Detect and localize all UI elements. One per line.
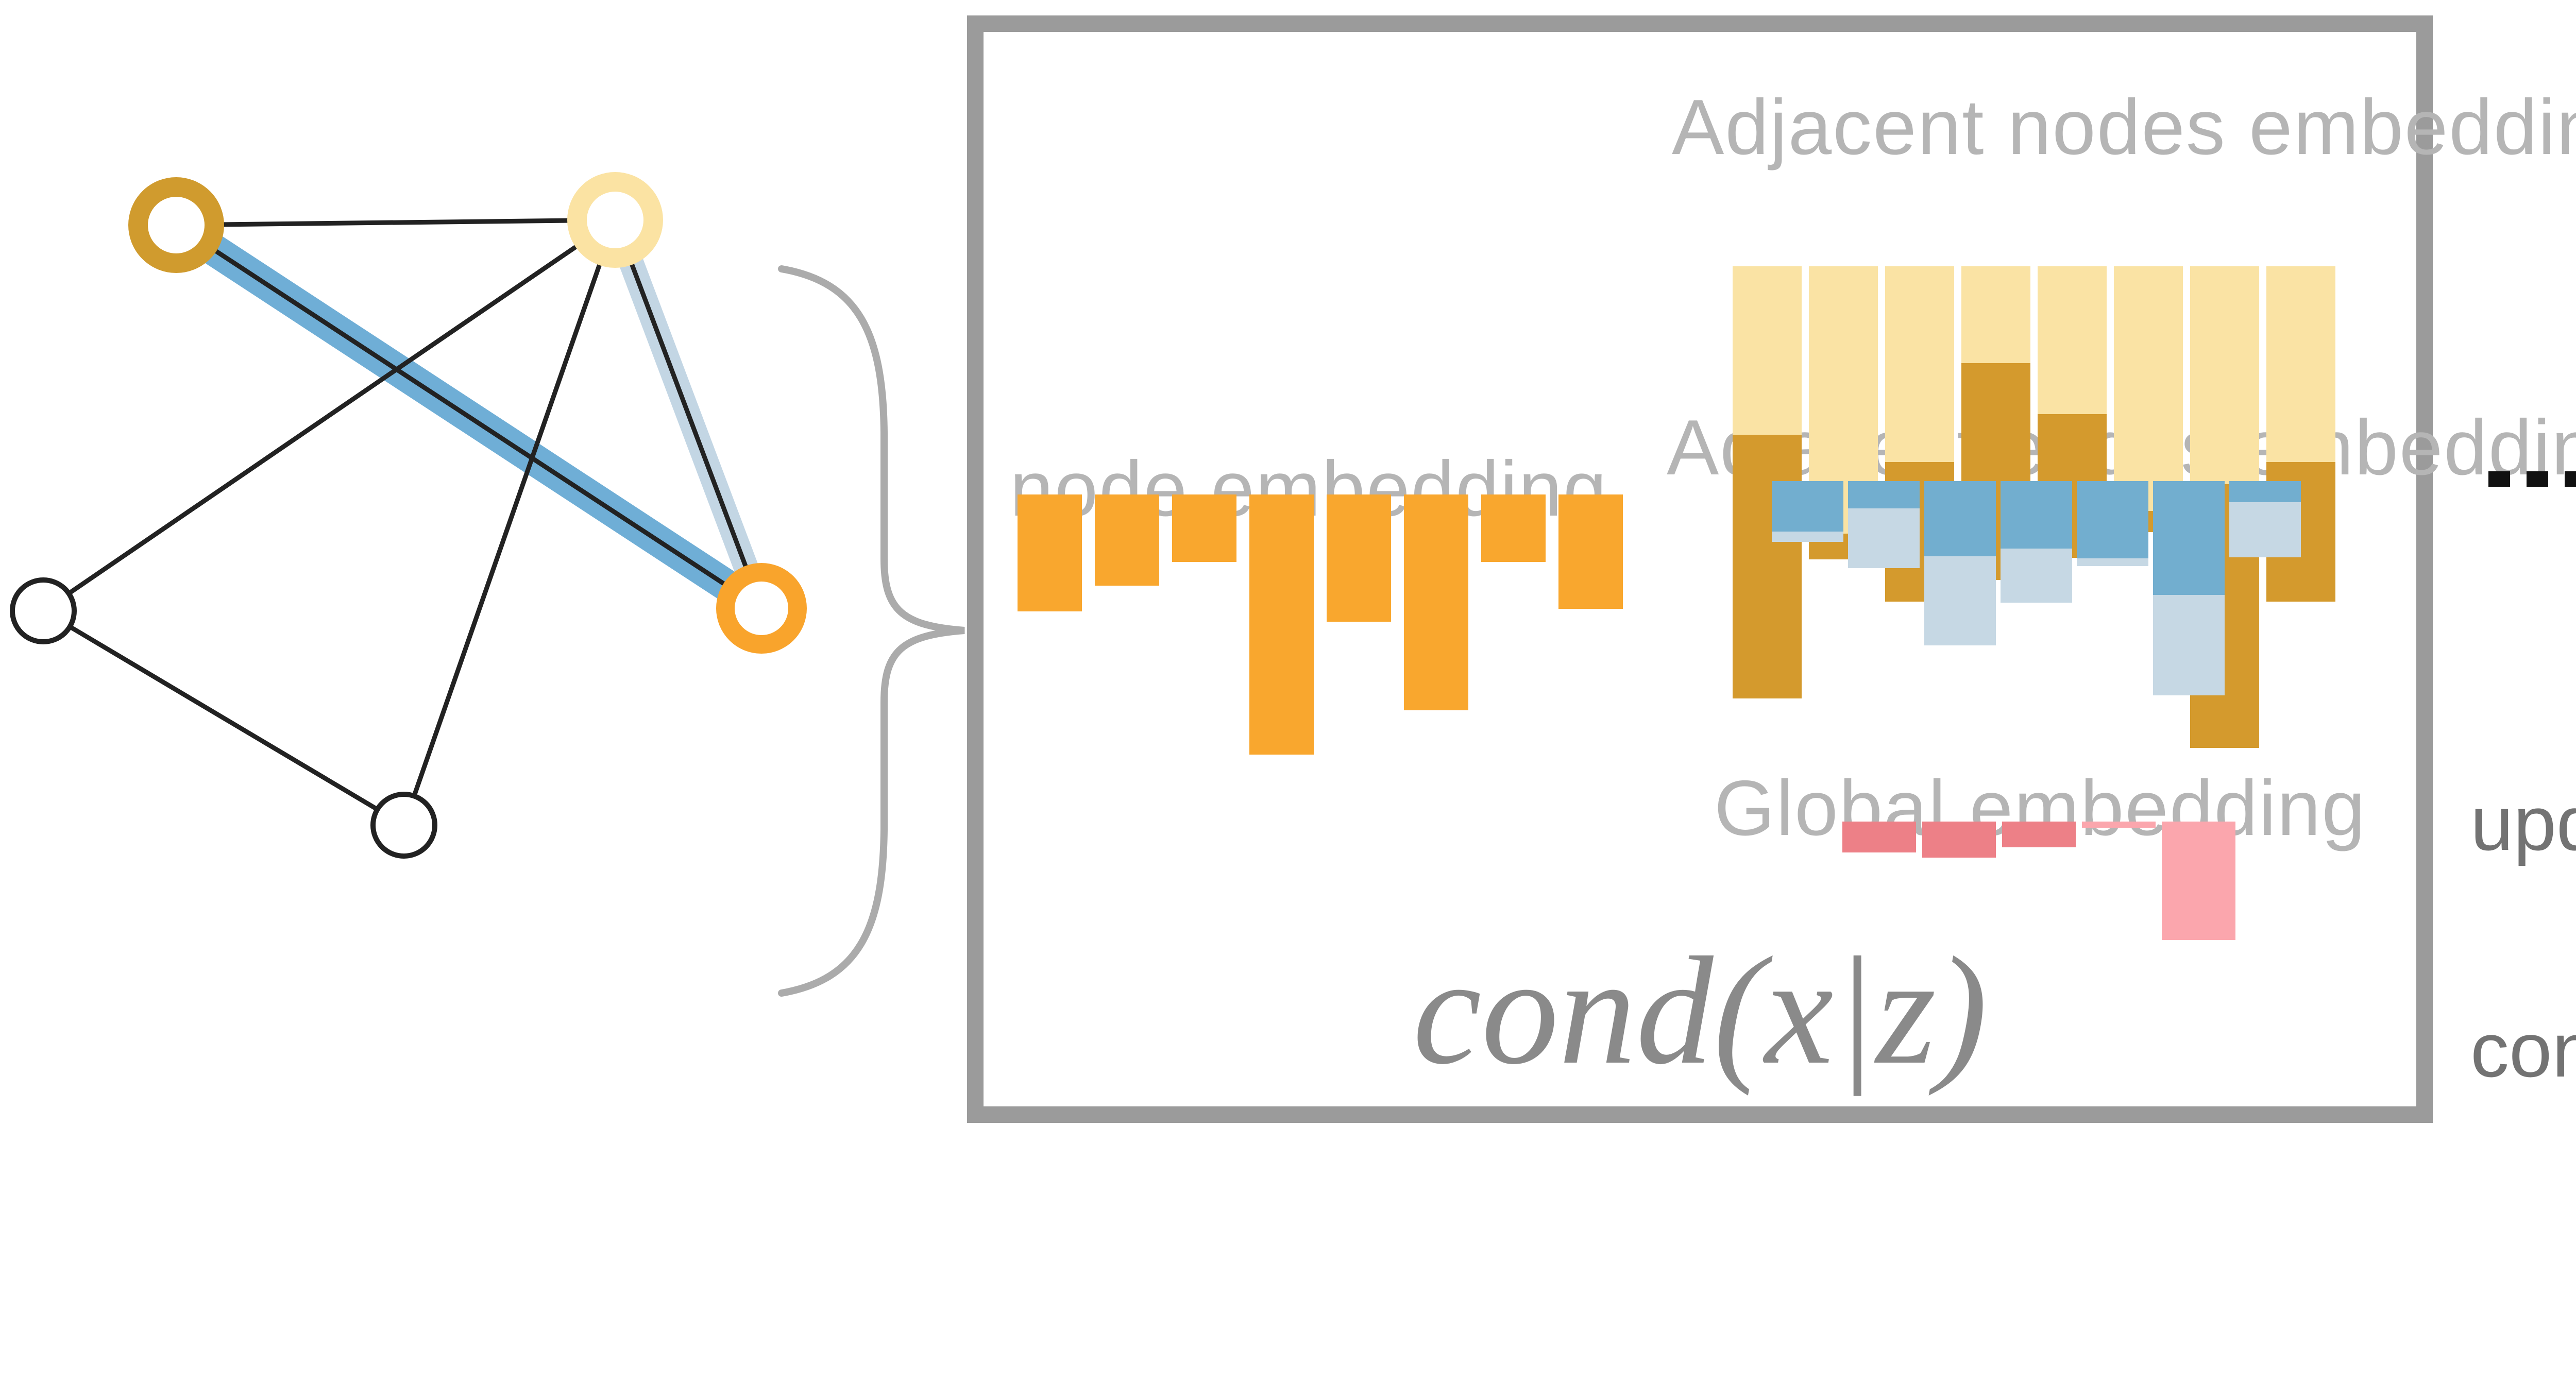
graph-node-target <box>716 563 807 654</box>
adjacent-edges-embedding-segment <box>1848 481 1920 508</box>
graph-edge <box>176 217 616 228</box>
adjacent-edges-embedding-segment <box>2153 595 2225 695</box>
graph <box>10 172 965 997</box>
node-embedding-segment <box>1172 494 1236 562</box>
adjacent-nodes-embedding-label: Adjacent nodes embedding <box>1672 83 2576 171</box>
graph-node-context <box>10 577 77 644</box>
global-embedding-bar-5 <box>2162 822 2235 940</box>
adjacent-edges-embedding-bar-1 <box>1772 481 1843 542</box>
node-embedding-segment <box>1558 494 1623 609</box>
adjacent-edges-embedding-bar-2 <box>1848 481 1920 568</box>
adjacent-edges-embedding-bar-3 <box>1924 481 1996 645</box>
adjacent-edges-embedding-bar-5 <box>2077 481 2148 566</box>
node-embedding-segment <box>1018 494 1082 611</box>
adjacent-edges-embedding-segment <box>2077 481 2148 558</box>
adjacent-nodes-embedding-segment <box>2266 266 2335 462</box>
adjacent-edges-embedding-bar-6 <box>2153 481 2225 695</box>
graph-edge <box>42 609 405 827</box>
global-embedding-segment <box>1842 822 1916 852</box>
adjacent-nodes-embedding-segment <box>1733 266 1802 435</box>
cond-formula: cond(x|z) <box>1413 925 1988 1096</box>
conditioning-function-label: conditioning function = <box>2470 1006 2576 1093</box>
adjacent-nodes-embedding-segment <box>2038 266 2107 414</box>
adjacent-nodes-embedding-segment <box>1733 435 1802 698</box>
node-embedding-bar-7 <box>1481 494 1546 562</box>
global-embedding-bar-3 <box>2002 822 2076 847</box>
node-embedding-bar-5 <box>1327 494 1391 622</box>
adjacent-edges-embedding-segment <box>2001 481 2072 549</box>
adjacent-nodes-embedding-segment <box>2114 266 2183 511</box>
global-embedding-segment <box>2082 822 2156 828</box>
global-embedding-bar-1 <box>1842 822 1916 852</box>
node-embedding-segment <box>1481 494 1546 562</box>
global-embedding-bar-4 <box>2082 822 2156 828</box>
graph-edge <box>42 218 617 613</box>
global-embedding-segment <box>2002 822 2076 847</box>
node-embedding-segment <box>1249 494 1314 755</box>
node-embedding-segment <box>1404 494 1468 710</box>
global-embedding-bar-2 <box>1922 822 1996 858</box>
adjacent-edges-embedding-segment <box>1924 556 1996 645</box>
adjacent-edges-embedding-segment <box>1772 532 1843 542</box>
node-embedding-segment <box>1095 494 1159 586</box>
adjacent-edges-embedding-bar-4 <box>2001 481 2072 603</box>
adjacent-edges-embedding-segment <box>2077 558 2148 566</box>
adjacent-edges-embedding-segment <box>2153 481 2225 595</box>
graph-node-context <box>370 792 437 859</box>
graph-node-neighbor-pale <box>567 172 663 268</box>
graph-edge <box>613 219 764 609</box>
graph-edge <box>175 223 763 610</box>
adjacent-edges-embedding-segment <box>2229 481 2301 502</box>
brace <box>778 265 965 997</box>
node-embedding-bar-8 <box>1558 494 1623 609</box>
adjacent-nodes-embedding-bar-1 <box>1733 266 1802 698</box>
adjacent-nodes-embedding-segment <box>2190 266 2259 484</box>
adjacent-edges-embedding-segment <box>2001 549 2072 603</box>
adjacent-edges-embedding-segment <box>1772 481 1843 532</box>
graph-node-neighbor-gold <box>128 177 224 273</box>
node-embedding-bar-6 <box>1404 494 1468 710</box>
adjacent-nodes-embedding-segment <box>1961 266 2030 363</box>
adjacent-edges-embedding-bar-7 <box>2229 481 2301 557</box>
node-embedding-bar-3 <box>1172 494 1236 562</box>
adjacent-edges-embedding-segment <box>1848 508 1920 568</box>
adjacent-edges-embedding-segment <box>2229 502 2301 557</box>
node-embedding-bar-4 <box>1249 494 1314 755</box>
adjacent-edges-embedding-segment <box>1924 481 1996 556</box>
global-embedding-segment <box>1922 822 1996 858</box>
global-embedding-segment <box>2162 822 2235 940</box>
node-embedding-bar-1 <box>1018 494 1082 611</box>
node-embedding-segment <box>1327 494 1391 622</box>
update-function-label: update function <box>2470 780 2576 866</box>
graph-edge <box>401 219 618 826</box>
adjacent-nodes-embedding-segment <box>1885 266 1954 462</box>
node-embedding-bar-2 <box>1095 494 1159 586</box>
